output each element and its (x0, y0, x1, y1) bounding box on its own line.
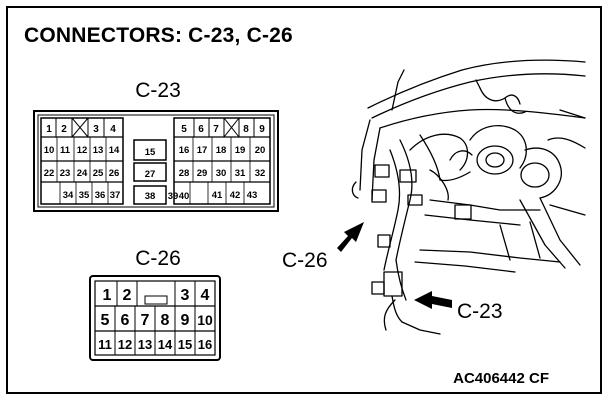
c23-pin: 26 (109, 168, 120, 179)
c23-pin: 41 (212, 190, 223, 201)
c23-pin: 37 (110, 190, 121, 201)
c23-pin: 32 (255, 168, 266, 179)
c26-pin: 4 (201, 287, 210, 304)
c23-connector (33, 110, 279, 212)
c23-pin: 1 (46, 124, 52, 135)
c23-pin: 15 (145, 147, 156, 158)
c23-pin: 42 (230, 190, 241, 201)
c23-pin: 40 (179, 191, 190, 202)
c26-pin: 10 (197, 312, 213, 328)
c23-pin: 12 (77, 145, 88, 156)
c26-pin: 11 (98, 337, 112, 352)
c26-pin: 14 (158, 337, 173, 352)
c23-pin: 2 (61, 124, 67, 135)
c23-pin: 25 (93, 168, 104, 179)
c23-arrow (414, 291, 452, 309)
c23-pin: 24 (77, 168, 88, 179)
c26-pin: 15 (178, 337, 192, 352)
c23-pin: 18 (216, 145, 227, 156)
c26-pin: 6 (121, 312, 130, 329)
c26-pin: 8 (161, 312, 170, 329)
c23-pin: 8 (243, 124, 249, 135)
c26-pin: 2 (123, 287, 132, 304)
c23-pin: 20 (255, 145, 266, 156)
c26-pin: 9 (181, 312, 190, 329)
c23-pin: 31 (235, 168, 246, 179)
c26-arrow (337, 222, 364, 252)
c23-pin: 28 (179, 168, 190, 179)
diagram-title: CONNECTORS: C-23, C-26 (24, 24, 293, 47)
c26-pins: 1 2 3 4 5 6 7 8 9 10 (101, 287, 213, 329)
c23-pin: 38 (145, 191, 156, 202)
c26-pin: 13 (138, 337, 152, 352)
c23-pin: 3 (93, 124, 99, 135)
c23-pin: 7 (213, 124, 219, 135)
c23-pin: 10 (44, 145, 55, 156)
c23-pin: 19 (235, 145, 246, 156)
c23-pin: 17 (197, 145, 208, 156)
c26-pin: 3 (181, 287, 190, 304)
c23-pin: 11 (60, 145, 71, 156)
c23-pin: 22 (44, 168, 55, 179)
c23-pin: 30 (216, 168, 227, 179)
figure-code: AC406442 CF (453, 370, 549, 387)
c26-connector (89, 275, 221, 361)
c23-pin: 16 (179, 145, 190, 156)
c23-pin: 35 (79, 190, 90, 201)
dashboard-illustration (351, 59, 586, 335)
c26-pin: 16 (198, 337, 212, 352)
c23-callout-label: C-23 (457, 300, 503, 323)
c23-pin: 13 (93, 145, 104, 156)
c23-pin: 9 (259, 124, 265, 135)
c23-pin: 4 (110, 124, 116, 135)
c23-pin: 23 (60, 168, 71, 179)
c23-pin: 29 (197, 168, 208, 179)
c23-pin: 5 (181, 124, 187, 135)
c23-label: C-23 (135, 79, 181, 102)
c26-pin: 12 (118, 337, 132, 352)
c26-callout-label: C-26 (282, 249, 328, 272)
c23-pin: 39 (168, 191, 179, 202)
c26-pin: 5 (101, 312, 110, 329)
c23-pins: 1 2 3 4 5 6 7 8 9 (46, 124, 265, 135)
c23-pin: 43 (247, 190, 258, 201)
c26-label: C-26 (135, 247, 181, 270)
diagram-frame (6, 6, 602, 394)
c23-pin: 6 (198, 124, 204, 135)
c23-pin: 36 (95, 190, 106, 201)
c26-pin: 1 (103, 287, 112, 304)
c26-pin: 7 (141, 312, 150, 329)
c23-pin: 34 (63, 190, 74, 201)
c23-pin: 14 (109, 145, 120, 156)
c23-pin: 27 (145, 169, 156, 180)
